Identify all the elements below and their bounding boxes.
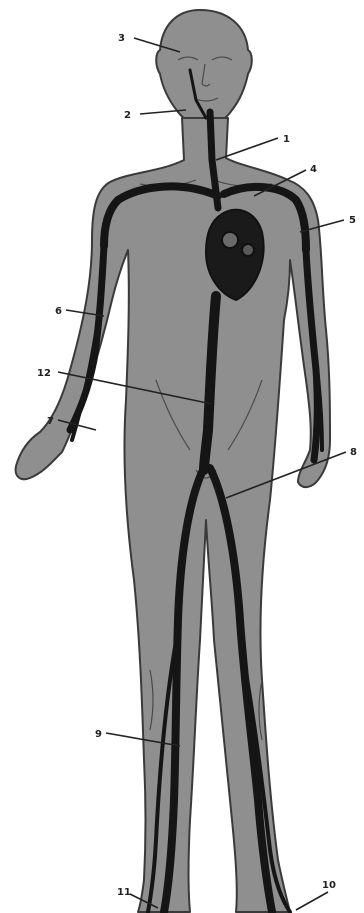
label-3: 3 — [118, 33, 125, 44]
leader-10 — [296, 892, 328, 910]
label-2: 2 — [124, 110, 131, 121]
label-8: 8 — [350, 447, 357, 458]
label-5: 5 — [349, 215, 356, 226]
heart-chamber — [222, 232, 238, 248]
label-1: 1 — [283, 134, 290, 145]
label-4: 4 — [310, 164, 317, 175]
label-10: 10 — [322, 880, 336, 891]
label-11: 11 — [117, 887, 131, 898]
label-7: 7 — [47, 416, 54, 427]
label-6: 6 — [55, 306, 62, 317]
heart-chamber-2 — [242, 244, 254, 256]
label-9: 9 — [95, 729, 102, 740]
label-12: 12 — [37, 368, 51, 379]
